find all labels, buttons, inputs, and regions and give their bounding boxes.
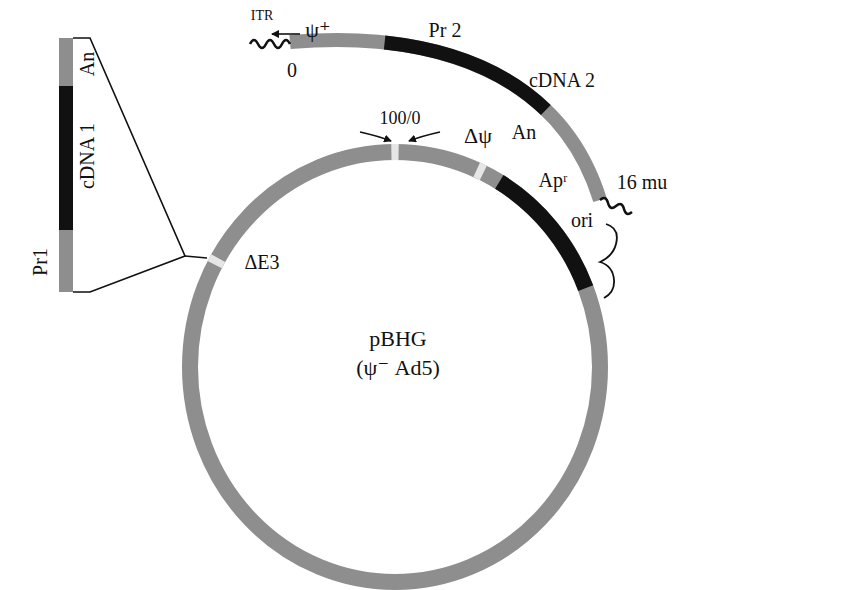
packaging-arrow — [272, 33, 300, 35]
cdna-label: cDNA 1 — [77, 123, 97, 189]
resistance-label: Apʳ — [539, 170, 568, 190]
map-position: 100/0 — [379, 109, 420, 127]
recombination-brace — [600, 224, 617, 298]
ampr-ori-segment — [190, 152, 600, 582]
packaging-signal: ψ⁺ — [305, 19, 330, 41]
map-unit: 16 mu — [617, 172, 668, 192]
e3-tick — [190, 152, 600, 582]
plasmid-subtitle: (ψ⁻ Ad5) — [350, 354, 446, 383]
deletion-label: ΔE3 — [244, 252, 279, 272]
cdna2-segment — [290, 40, 600, 200]
deletion-label: Δψ — [464, 125, 492, 147]
polya-label: An — [512, 122, 536, 142]
itr-squiggle — [250, 40, 290, 48]
site-ticks — [190, 152, 600, 582]
plasmid-title: pBHG — [350, 325, 446, 354]
map-unit: 0 — [287, 60, 297, 80]
end-squiggle — [600, 198, 632, 214]
promoter-label: Pr1 — [30, 248, 50, 276]
cdna-label: cDNA 2 — [529, 70, 595, 90]
origin-arrow — [409, 132, 440, 141]
ori-label: ori — [571, 210, 593, 230]
itr-label: ITR — [251, 9, 274, 23]
left-end-arc — [290, 40, 600, 200]
insert-bar — [59, 38, 73, 292]
promoter-label: Pr 2 — [429, 20, 462, 40]
plasmid-name: pBHG(ψ⁻ Ad5) — [350, 321, 446, 386]
origin-arrow — [360, 132, 391, 141]
polya-label: An — [77, 52, 97, 76]
plasmid-ring — [190, 152, 600, 582]
insert-leader — [185, 256, 207, 258]
insert-bracket — [73, 38, 185, 292]
cdna1-segment — [59, 86, 73, 230]
